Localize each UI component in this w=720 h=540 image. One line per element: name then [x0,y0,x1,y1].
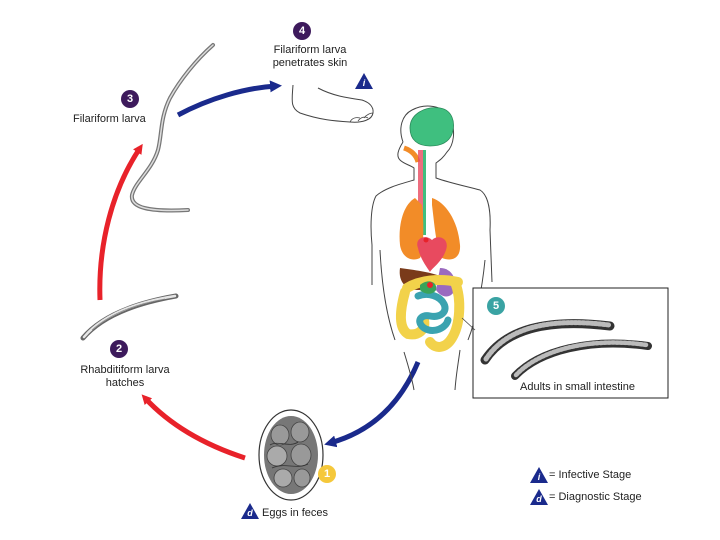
stage-4-infective-letter: i [362,78,366,88]
stage-3-badge: 3 [121,90,139,108]
stage-1-diagnostic-letter: d [247,508,253,518]
stage-5-label: Adults in small intestine [520,381,635,393]
stage-4-infective-badge: i [355,73,373,89]
stage-4-badge: 4 [293,22,311,40]
arrow-body-to-eggs [324,361,421,448]
arrow-eggs-to-rhabditiform [141,394,246,461]
stage-4-label-line2: penetrates skin [272,57,348,69]
stage-2-badge: 2 [110,340,128,358]
inset-pointer-line [461,317,476,331]
stage-1-label: Eggs in feces [262,507,329,519]
adult-worms-illustration [480,319,652,380]
stage-4-label-line1: Filariform larva [273,44,347,56]
foot-illustration [291,84,374,123]
stage-5-badge: 5 [487,297,505,315]
eggs-illustration [258,409,324,501]
human-body-illustration [370,105,493,391]
legend-infective-text: = Infective Stage [549,469,632,481]
stage-2-label-line1: Rhabditiform larva [80,364,170,376]
stage-1-badge: 1 [318,465,336,483]
stage-3-label: Filariform larva [73,113,146,125]
legend-diagnostic-icon: d [530,489,548,505]
rhabditiform-larva-illustration [80,293,179,341]
stage-1-diagnostic-badge: d [241,503,259,519]
legend-infective-letter: i [537,472,541,482]
legend-diagnostic-text: = Diagnostic Stage [549,491,642,503]
legend-infective-icon: i [530,467,548,483]
legend-diagnostic-letter: d [536,494,542,504]
filariform-larva-illustration [129,43,215,213]
stage-2-label: Rhabditiform larva hatches [72,364,178,390]
arrow-filariform-to-skin [176,80,282,118]
arrow-rhabditiform-to-filariform [97,143,143,301]
stage-2-label-line2: hatches [105,377,145,389]
stage-4-label: Filariform larva penetrates skin [268,44,352,70]
